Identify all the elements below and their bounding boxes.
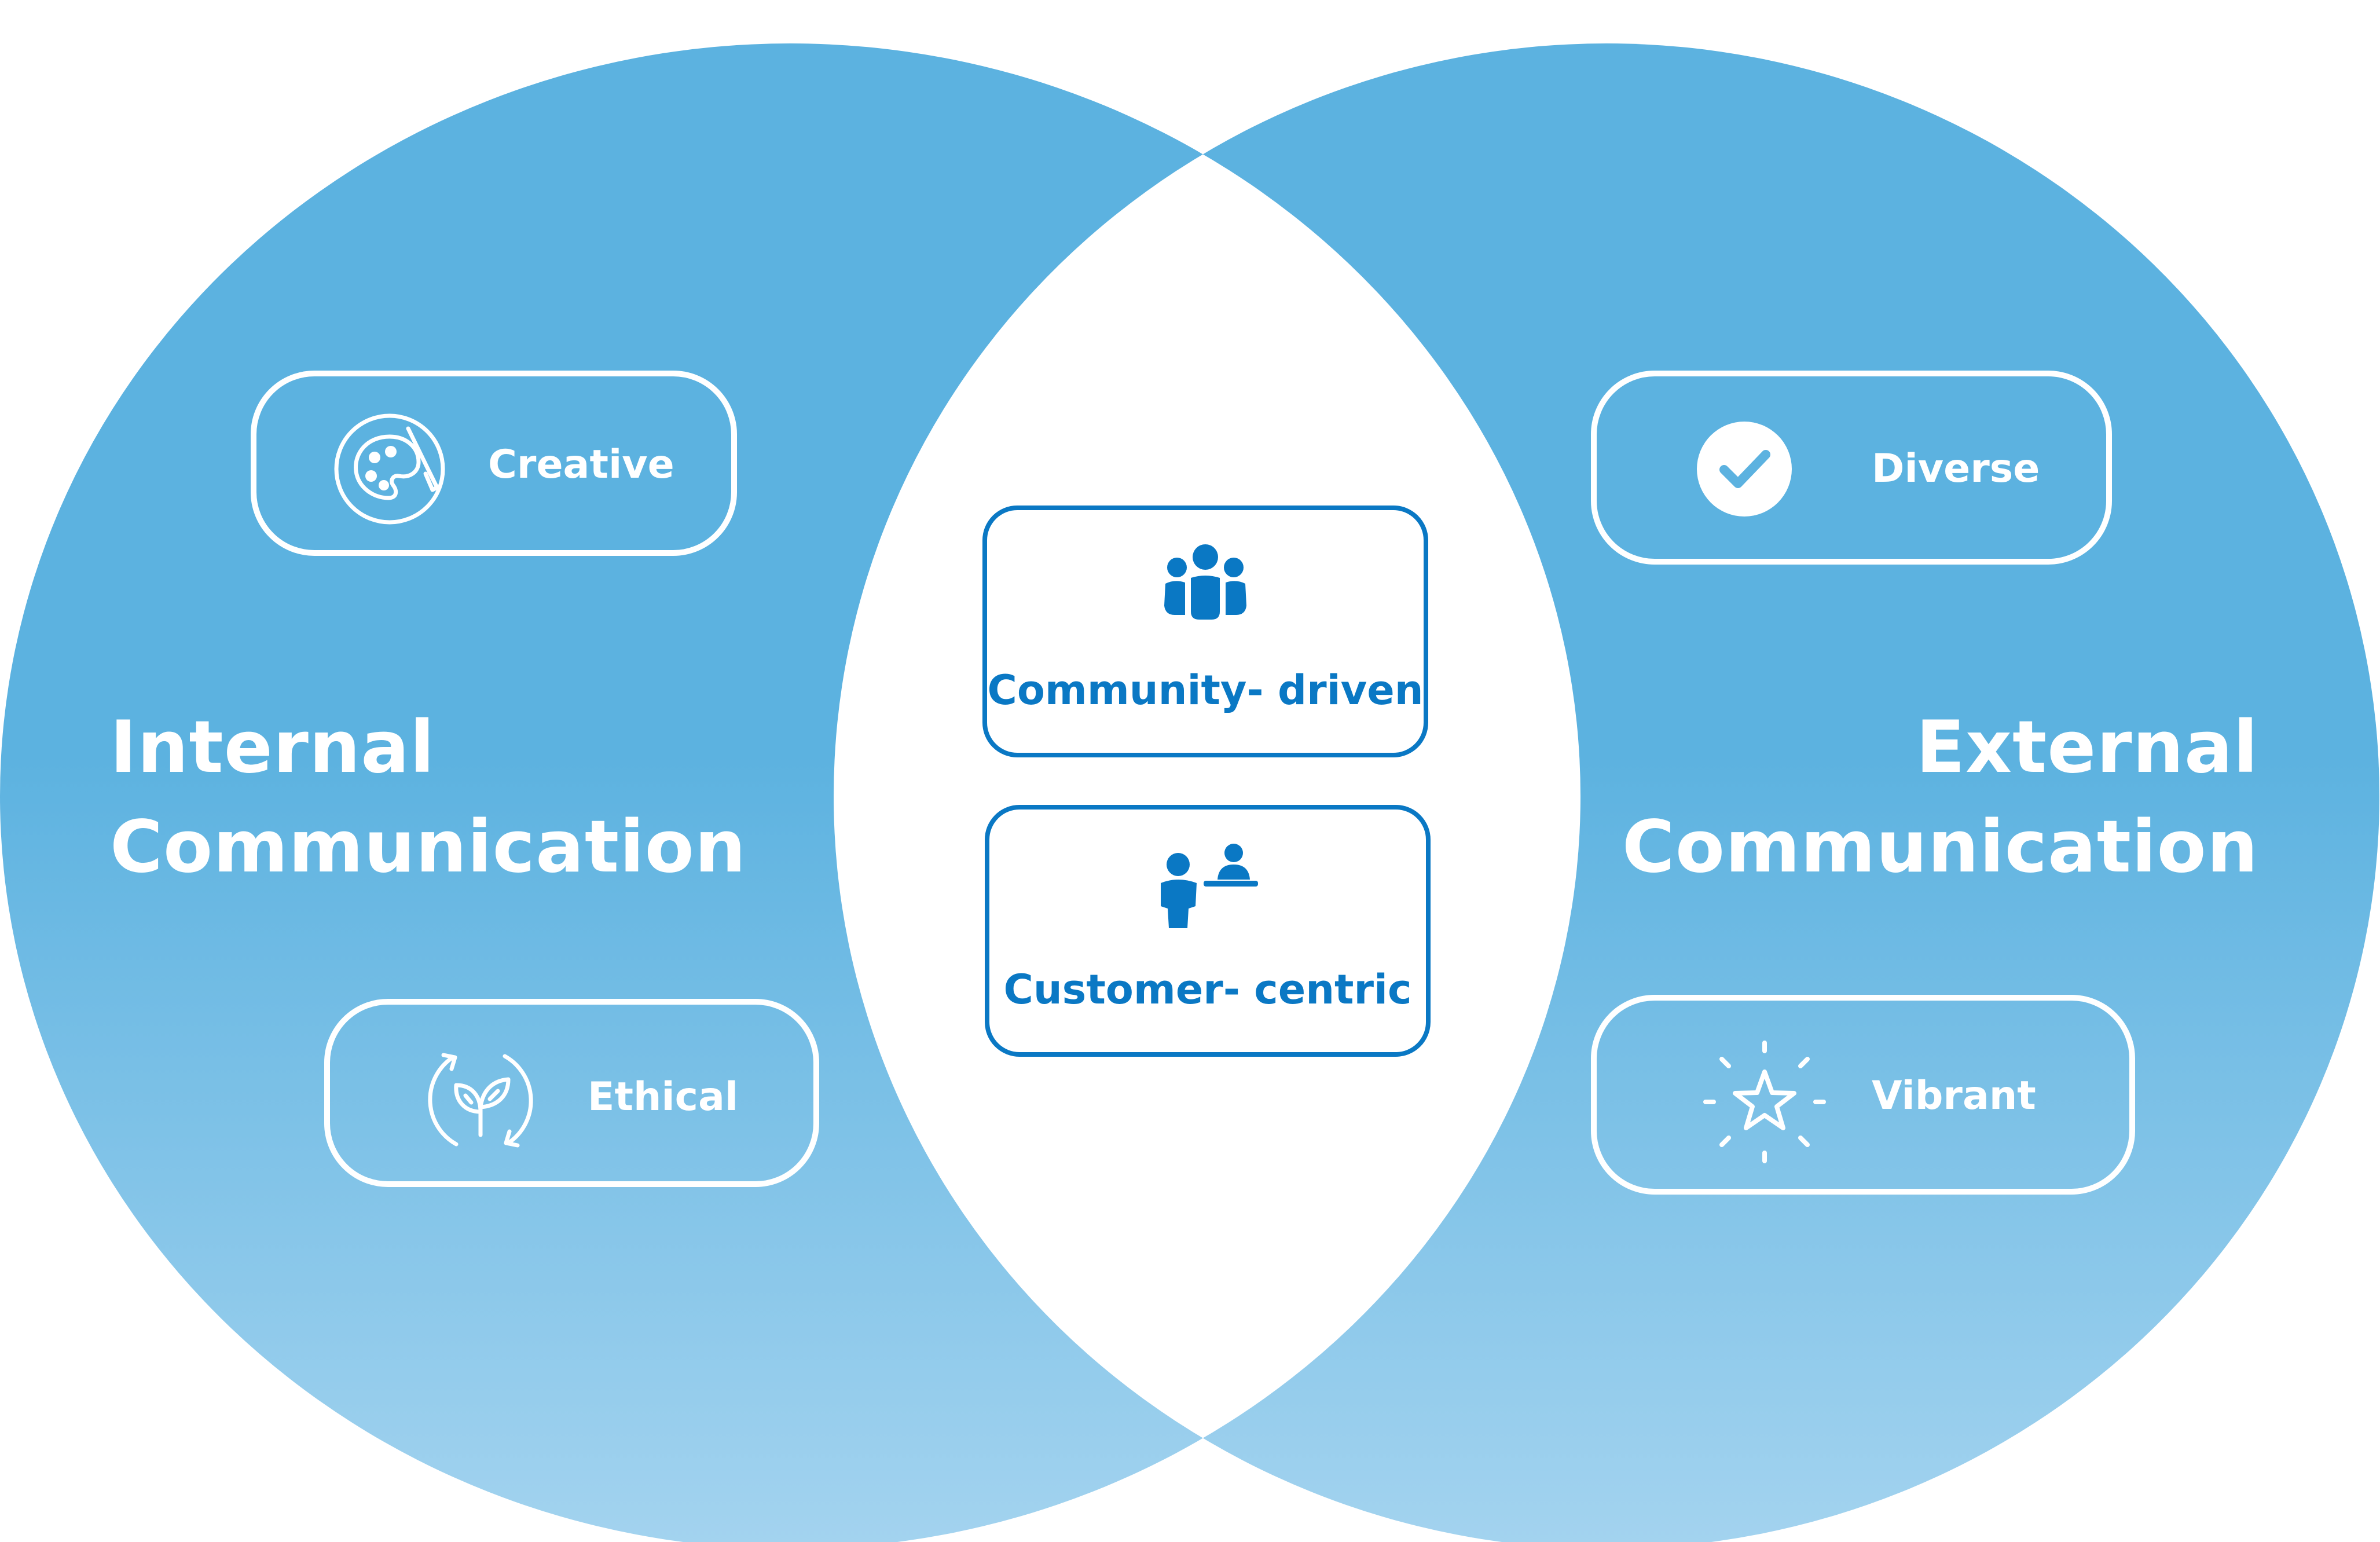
creative-pill: Creative [251, 371, 737, 556]
internal-communication-heading: Internal Communication [110, 698, 746, 897]
customer-centric-card: Customer- centric [985, 805, 1431, 1057]
vibrant-label: Vibrant [1872, 1073, 2036, 1119]
diverse-label: Diverse [1872, 446, 2040, 492]
heading-line: Communication [1622, 805, 2258, 889]
overlap-area [834, 43, 1580, 1542]
group-icon [1164, 544, 1246, 620]
heading-line: Internal [110, 706, 435, 789]
ethical-pill: Ethical [324, 999, 819, 1187]
vibrant-pill: Vibrant [1591, 995, 2135, 1195]
creative-label: Creative [488, 442, 674, 488]
recycle-leaf-icon [428, 1053, 533, 1148]
customer-centric-label: Customer- centric [1003, 966, 1412, 1013]
sparkle-star-icon [1703, 1041, 1826, 1163]
check-circle-icon [1697, 422, 1792, 517]
community-driven-label: Community- driven [987, 666, 1424, 714]
customer-service-icon [1161, 844, 1258, 928]
palette-icon [334, 413, 445, 525]
external-communication-heading: External Communication [1622, 698, 2258, 897]
diverse-pill: Diverse [1591, 371, 2112, 565]
heading-line: External [1916, 706, 2258, 789]
heading-line: Communication [110, 805, 747, 889]
ethical-label: Ethical [588, 1074, 739, 1120]
community-driven-card: Community- driven [982, 506, 1428, 757]
